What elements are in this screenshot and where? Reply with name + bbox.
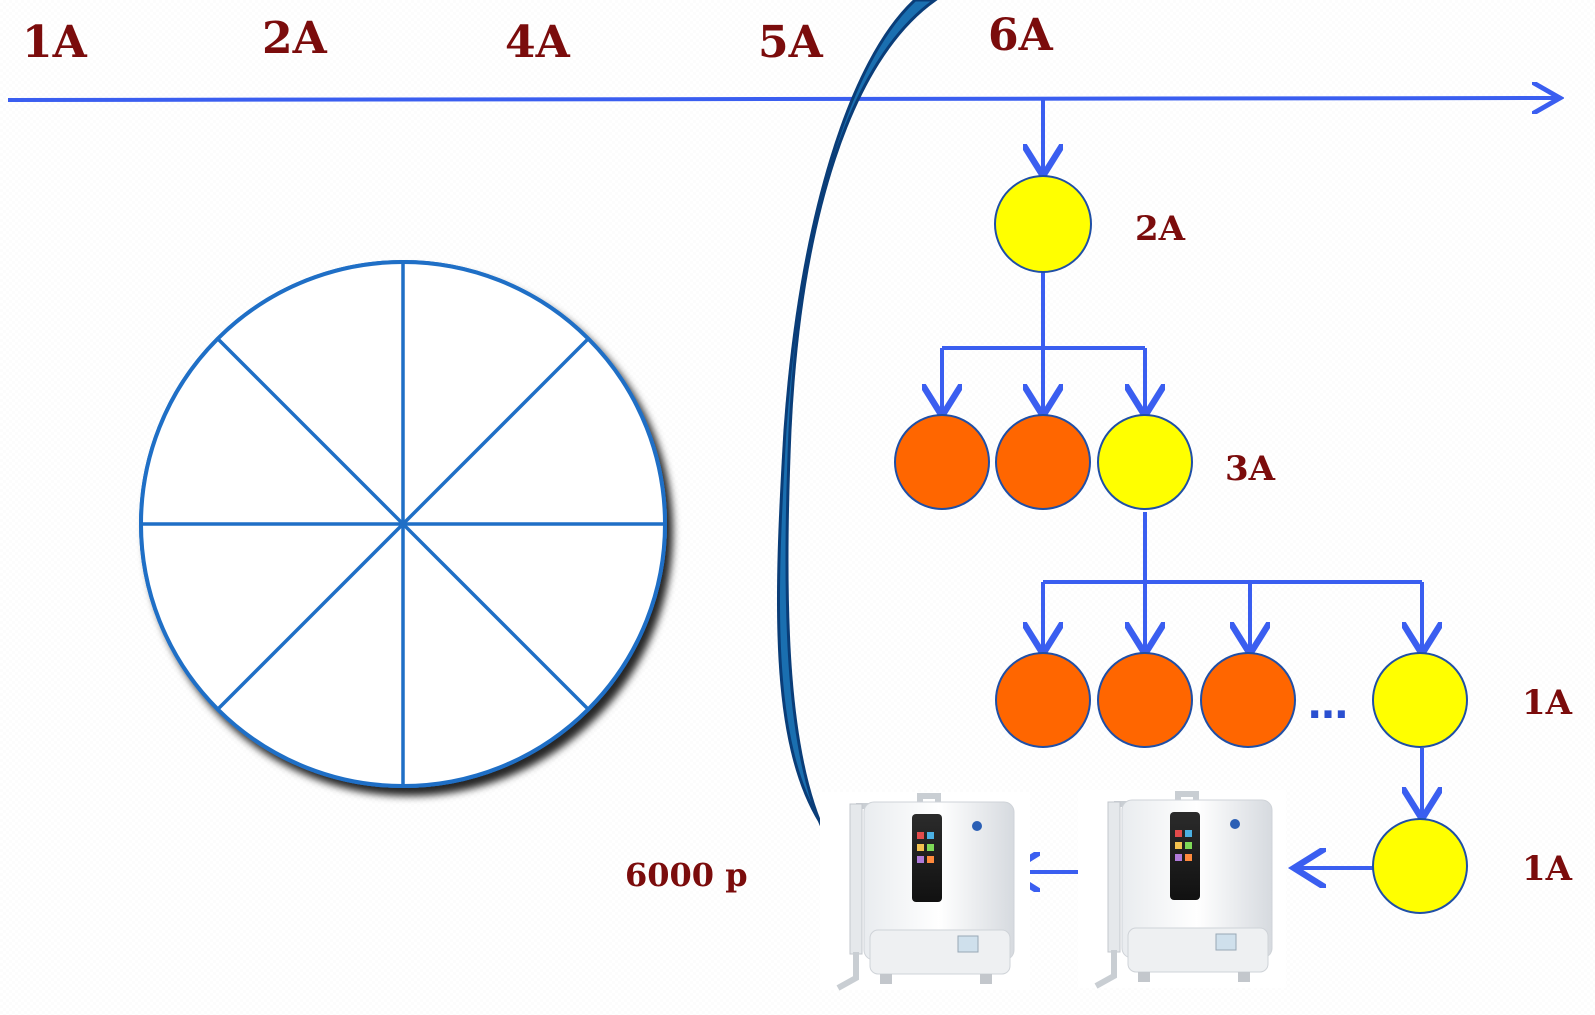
tree-label-level3: 1A <box>1522 683 1573 723</box>
tree-label-level2: 3A <box>1225 449 1276 489</box>
timeline-label-2: 2A <box>262 13 328 64</box>
water-ionizer-icon <box>1078 790 1286 989</box>
timeline-arrow <box>7 98 1560 100</box>
node-yellow <box>1097 414 1193 510</box>
price-label: 6000 р <box>625 856 748 894</box>
node-orange <box>995 652 1091 748</box>
node-orange <box>1200 652 1296 748</box>
node-yellow <box>994 175 1092 273</box>
node-orange <box>894 414 990 510</box>
node-yellow <box>1372 652 1468 748</box>
water-ionizer-icon <box>820 792 1030 991</box>
tree-edges <box>942 100 1422 872</box>
tree-label-level1: 2A <box>1135 209 1186 249</box>
wheel-diagram <box>139 260 667 788</box>
node-yellow <box>1372 818 1468 914</box>
ellipsis: … <box>1308 682 1348 728</box>
wheel-spoke <box>216 337 590 711</box>
timeline-label-4: 5A <box>758 17 824 68</box>
timeline-label-3: 4A <box>505 17 571 68</box>
node-orange <box>1097 652 1193 748</box>
curved-swoosh <box>777 0 938 839</box>
timeline-label-1: 1A <box>22 17 88 68</box>
timeline-label-5: 6A <box>988 10 1054 61</box>
node-orange <box>995 414 1091 510</box>
tree-label-level4: 1A <box>1522 849 1573 889</box>
